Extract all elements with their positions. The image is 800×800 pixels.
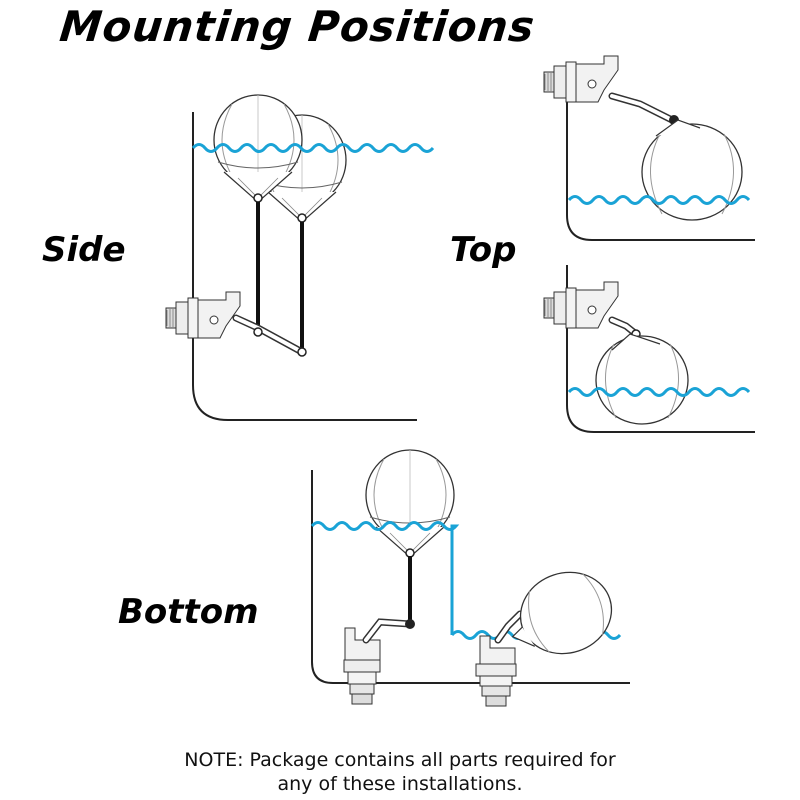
valve-icon [475,635,517,707]
valve-icon [543,55,619,103]
float-ball-icon [595,333,689,425]
label-top: Top [450,230,517,270]
water-wave-icon [191,143,435,153]
float-ball-icon [641,119,743,221]
water-wave-icon [567,195,751,205]
valve-icon [165,291,241,339]
top-installation-2 [543,265,755,433]
side-installation [165,94,435,421]
float-ball-icon [511,571,613,655]
label-side: Side [42,230,126,270]
float-ball-icon [365,449,455,558]
valve-icon [543,281,619,329]
top-installation-1 [543,55,755,241]
note-line-2: any of these installations. [277,773,523,795]
package-note: NOTE: Package contains all parts require… [0,748,800,796]
water-wave-icon [567,387,751,397]
bottom-installation [310,449,630,707]
water-wave-icon [310,521,460,635]
valve-icon [343,627,381,705]
note-line-1: NOTE: Package contains all parts require… [184,749,616,771]
label-bottom: Bottom [118,592,259,632]
